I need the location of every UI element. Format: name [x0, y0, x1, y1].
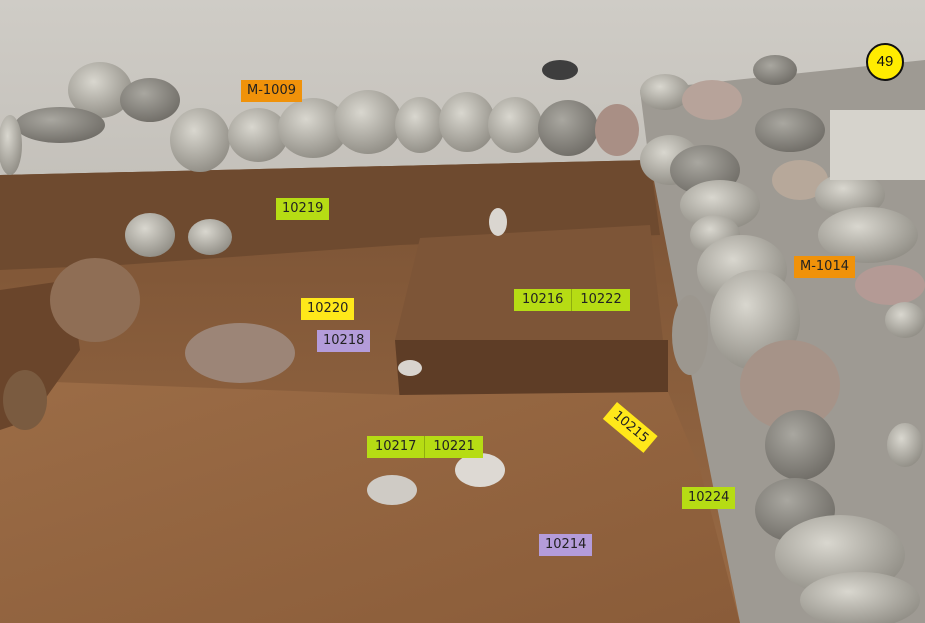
label-m1014: M-1014: [794, 256, 855, 278]
pit-floor: [0, 380, 740, 623]
label-10216: 10216: [522, 292, 564, 307]
stone-row-top: [0, 55, 797, 175]
label-10219: 10219: [276, 198, 330, 220]
label-m1009: M-1009: [241, 80, 302, 102]
label-10214: 10214: [539, 534, 593, 556]
label-10224: 10224: [682, 487, 736, 509]
label-10217: 10217: [375, 439, 417, 454]
label-10222: 10222: [571, 289, 629, 311]
label-pair-10216-10222: 10216 10222: [514, 289, 630, 311]
pit-stones: [3, 208, 507, 505]
label-10221: 10221: [424, 436, 482, 458]
label-10218: 10218: [317, 330, 371, 352]
photo-number-badge: 49: [866, 43, 904, 81]
raised-block-face: [395, 340, 668, 402]
label-pair-10217-10221: 10217 10221: [367, 436, 483, 458]
label-10220: 10220: [301, 298, 355, 320]
stone-wall-right: [640, 108, 925, 623]
